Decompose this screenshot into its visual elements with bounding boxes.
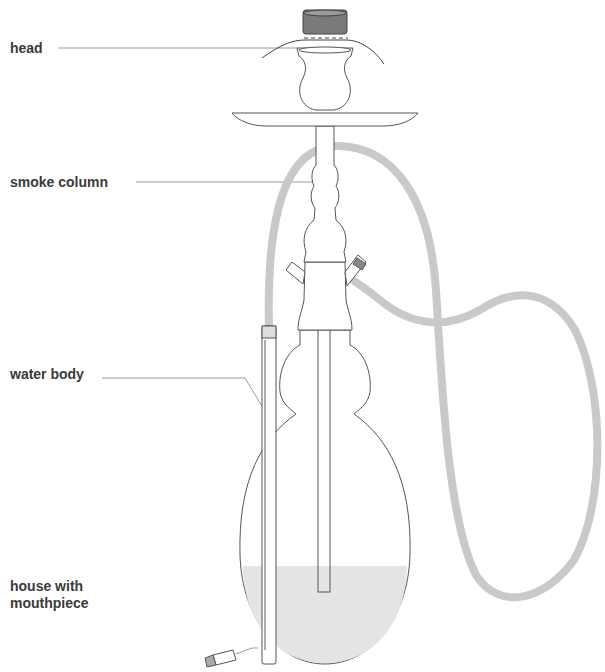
charcoal-cap — [303, 10, 347, 34]
part-label: water body — [10, 366, 84, 383]
part-label: head — [10, 40, 43, 57]
mouthpiece-tube — [262, 326, 276, 664]
foil — [262, 40, 384, 64]
hookah-parts — [232, 47, 418, 592]
mouthpiece — [205, 648, 258, 667]
part-label: smoke column — [10, 174, 108, 191]
hookah-body — [240, 330, 410, 664]
foil-holes — [304, 38, 348, 39]
part-label: house with mouthpiece — [10, 578, 120, 612]
